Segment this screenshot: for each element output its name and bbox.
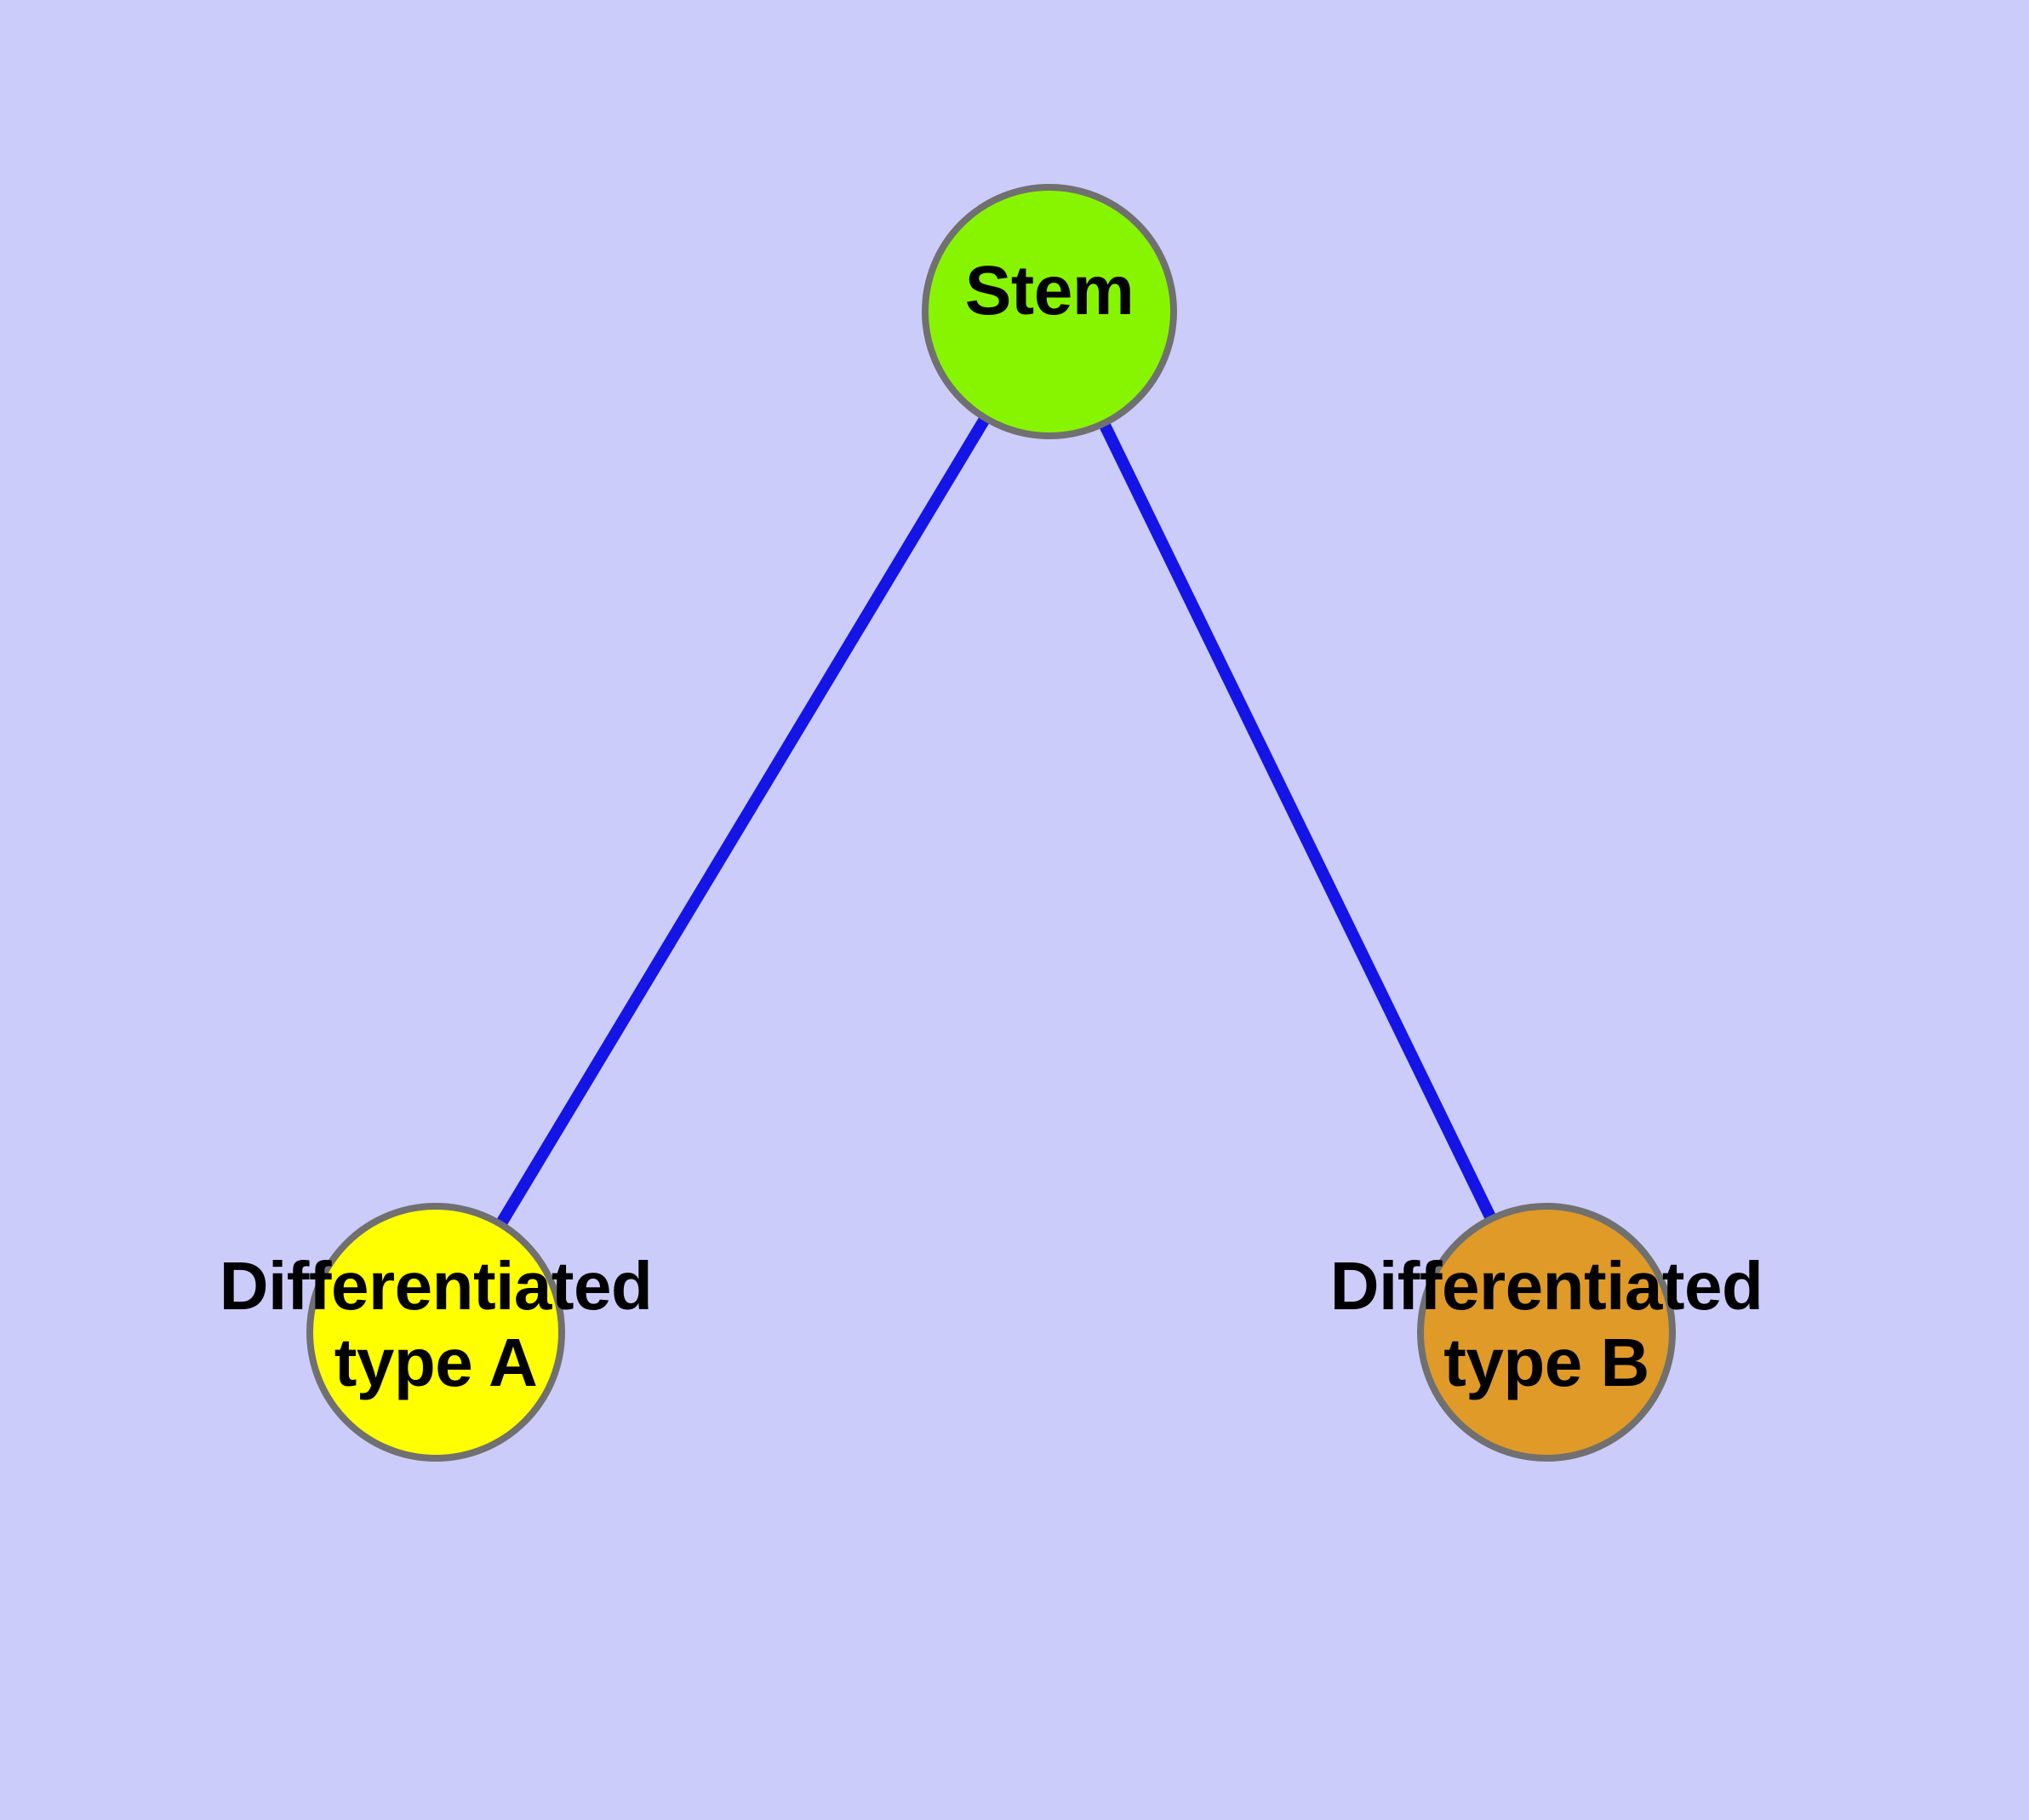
- edge-stem-to-type-b[interactable]: [1098, 421, 1497, 1222]
- edge-group: [495, 415, 1497, 1228]
- node-type-a-circle[interactable]: [306, 1203, 565, 1462]
- node-group: [306, 184, 1676, 1462]
- node-stem-circle[interactable]: [922, 184, 1177, 439]
- node-type-b-circle[interactable]: [1417, 1203, 1676, 1462]
- edge-stem-to-type-a[interactable]: [495, 415, 991, 1228]
